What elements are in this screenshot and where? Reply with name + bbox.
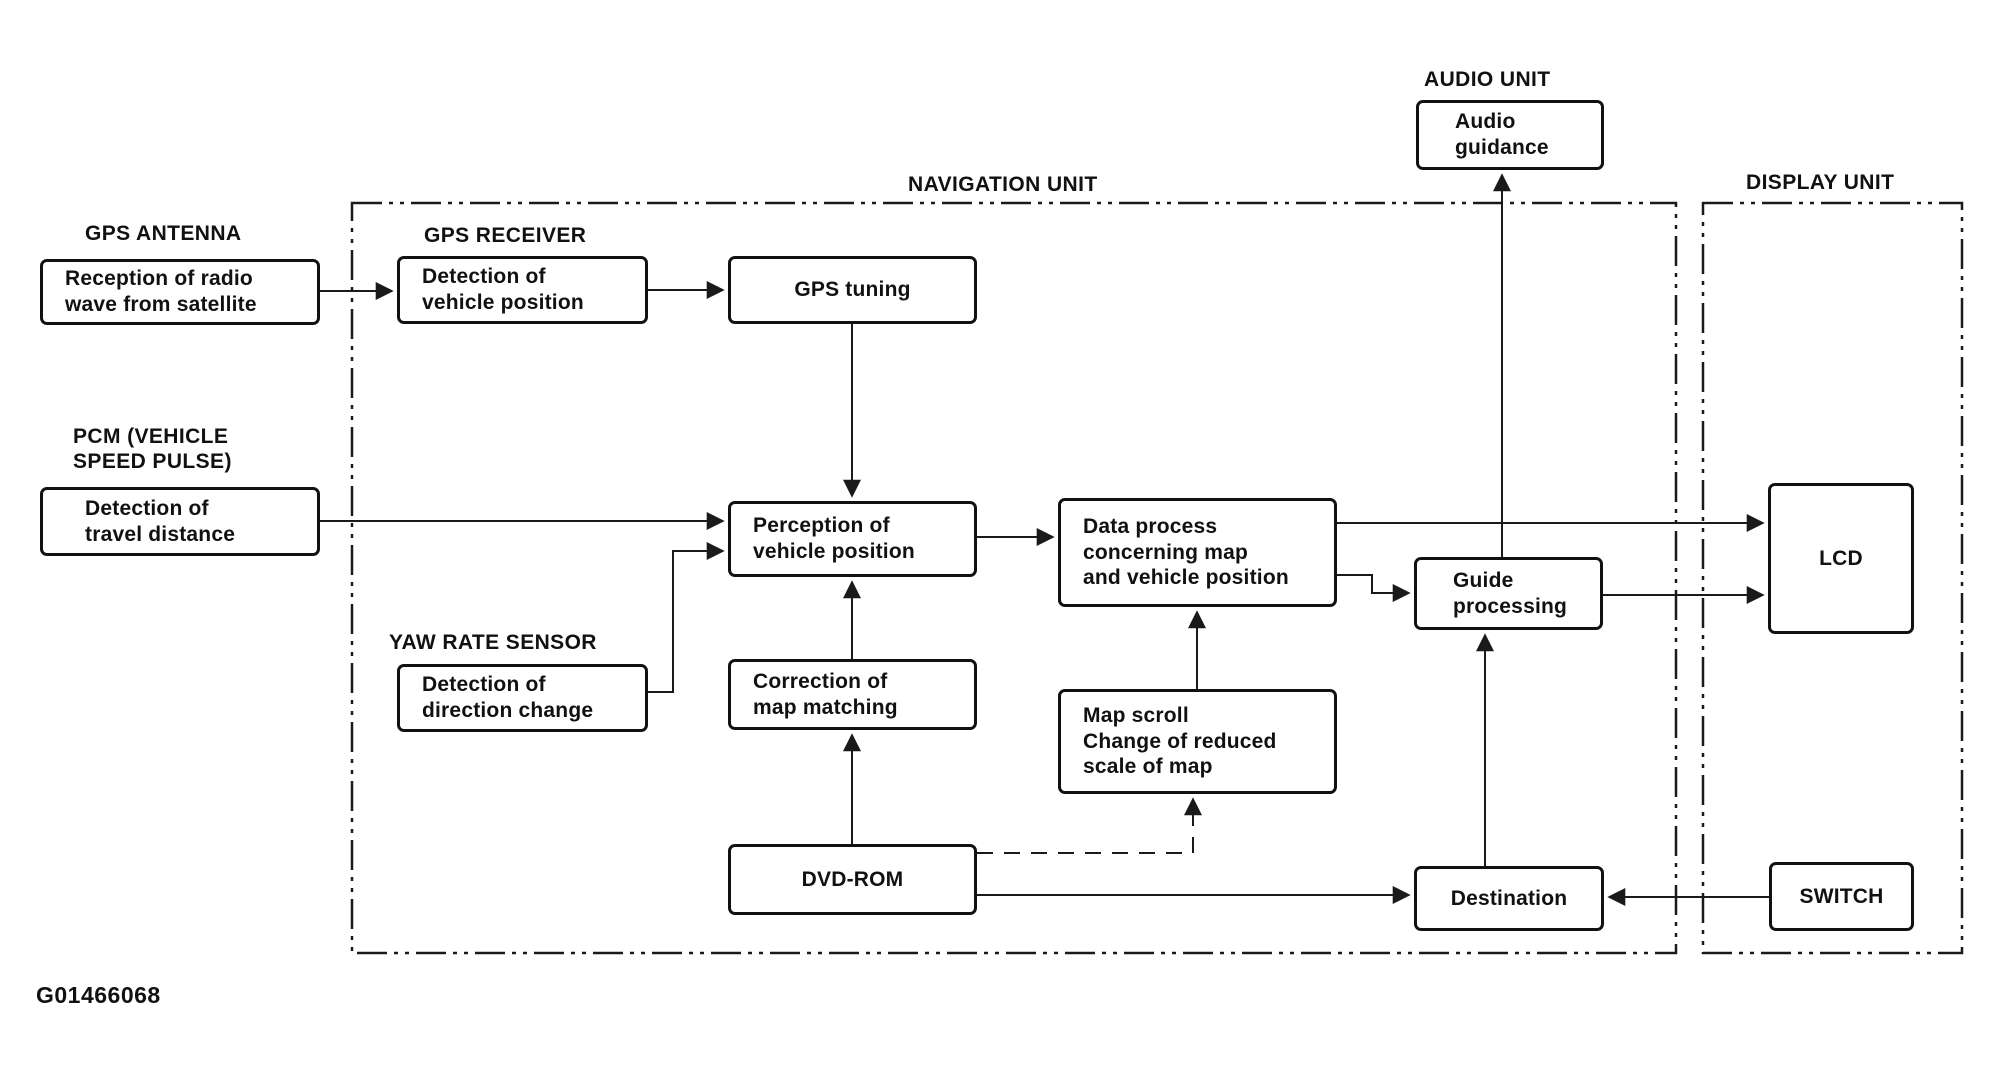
block-detection-travel-distance: Detection of travel distance [40, 487, 320, 556]
block-guide-processing: Guide processing [1414, 557, 1603, 630]
block-correction-map-matching: Correction of map matching [728, 659, 977, 730]
block-lcd: LCD [1768, 483, 1914, 634]
block-data-process-map: Data process concerning map and vehicle … [1058, 498, 1337, 607]
block-detection-vehicle-position: Detection of vehicle position [397, 256, 648, 324]
arrow-data-process-to-guide-processing [1337, 574, 1411, 602]
audio-unit-label: AUDIO UNIT [1424, 68, 1551, 91]
block-gps-tuning: GPS tuning [728, 256, 977, 324]
block-destination: Destination [1414, 866, 1604, 931]
block-perception-vehicle-position: Perception of vehicle position [728, 501, 977, 577]
navigation-unit-label: NAVIGATION UNIT [908, 173, 1098, 196]
block-reception-radio-wave: Reception of radio wave from satellite [40, 259, 320, 325]
figure-id: G01466068 [36, 982, 161, 1008]
block-map-scroll: Map scroll Change of reduced scale of ma… [1058, 689, 1337, 794]
gps-antenna-label: GPS ANTENNA [85, 222, 242, 245]
arrow-dvd-rom-to-map-scroll-dashed [977, 797, 1202, 854]
block-dvd-rom: DVD-ROM [728, 844, 977, 915]
arrow-direction-change-to-perception [648, 542, 725, 693]
display-unit-border [1701, 201, 1964, 955]
gps-receiver-label: GPS RECEIVER [424, 224, 587, 247]
pcm-label: PCM (VEHICLE SPEED PULSE) [73, 425, 232, 473]
navigation-unit-border [350, 201, 1678, 955]
block-detection-direction-change: Detection of direction change [397, 664, 648, 732]
display-unit-label: DISPLAY UNIT [1746, 171, 1895, 194]
block-switch: SWITCH [1769, 862, 1914, 931]
yaw-rate-sensor-label: YAW RATE SENSOR [389, 631, 597, 654]
block-audio-guidance: Audio guidance [1416, 100, 1604, 170]
